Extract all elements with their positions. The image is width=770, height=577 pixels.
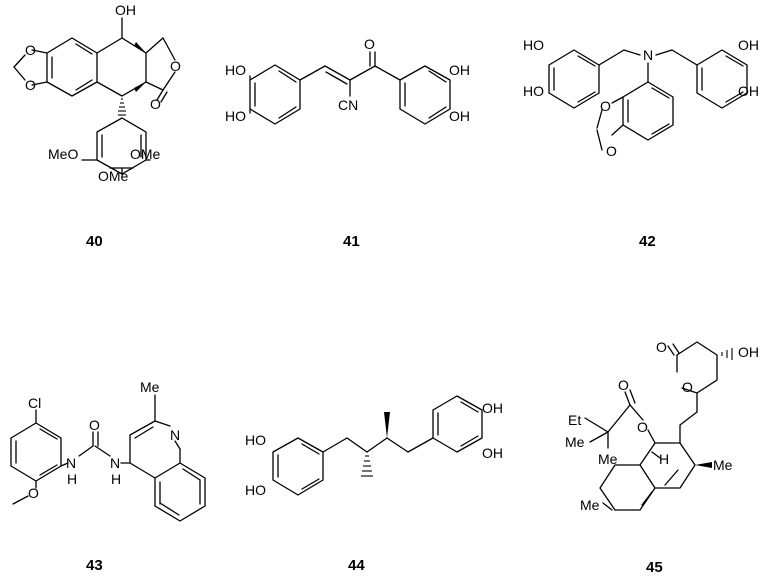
atom-o: O — [618, 377, 629, 393]
atom-n: N — [66, 455, 76, 471]
atom-ho: HO — [523, 37, 544, 53]
atom-o: O — [28, 485, 39, 501]
atom-me: Me — [598, 451, 618, 467]
atom-et: Et — [568, 412, 581, 428]
atom-o-carbonyl: O — [150, 96, 161, 112]
atom-o: O — [600, 98, 611, 114]
atom-o: O — [682, 379, 693, 395]
atom-oh: OH — [449, 62, 470, 78]
atom-n: N — [110, 455, 120, 471]
atom-o-dioxole: O — [25, 77, 36, 93]
atom-h: H — [111, 471, 121, 487]
atom-ho: HO — [245, 432, 266, 448]
atom-ho: HO — [245, 482, 266, 498]
compound-41-structure — [249, 51, 451, 125]
compound-number: 43 — [86, 557, 103, 574]
atom-oh: OH — [482, 400, 503, 416]
atom-o-dioxole: O — [25, 42, 36, 58]
compound-42-structure — [548, 49, 748, 151]
atom-cn: CN — [338, 97, 358, 113]
atom-ho: HO — [523, 83, 544, 99]
compound-number: 41 — [343, 233, 360, 250]
atom-me: Me — [713, 457, 733, 473]
atom-oh: OH — [738, 83, 759, 99]
atom-me: Me — [565, 434, 585, 450]
atom-o: O — [606, 143, 617, 159]
atom-cl: Cl — [28, 395, 41, 411]
compound-43-structure — [10, 394, 206, 522]
compound-number: 45 — [646, 559, 663, 576]
atom-me: Me — [140, 379, 160, 395]
atom-h: H — [659, 451, 669, 467]
atom-o: O — [656, 339, 667, 355]
atom-oh: OH — [738, 37, 759, 53]
compound-44-structure — [272, 395, 483, 496]
compound-40-structure — [13, 17, 176, 175]
atom-ome: OMe — [98, 168, 129, 184]
atom-me: Me — [580, 497, 600, 513]
atom-o-ring: O — [170, 58, 181, 74]
atom-n: N — [170, 427, 180, 443]
atom-oh: OH — [738, 344, 759, 360]
atom-n: N — [643, 47, 653, 63]
atom-o: O — [637, 419, 648, 435]
compound-number: 42 — [639, 233, 656, 250]
compound-number: 44 — [348, 557, 365, 574]
compound-45-structure — [584, 341, 733, 511]
atom-o: O — [89, 417, 100, 433]
atom-h: H — [67, 471, 77, 487]
compound-number: 40 — [86, 233, 103, 250]
atom-ho: HO — [225, 62, 246, 78]
atom-meo: MeO — [48, 146, 78, 162]
atom-ome: OMe — [130, 146, 161, 162]
atom-o-ketone: O — [364, 36, 375, 52]
atom-ho: HO — [225, 108, 246, 124]
atom-oh: OH — [115, 2, 136, 18]
atom-oh: OH — [482, 445, 503, 461]
atom-oh: OH — [449, 108, 470, 124]
